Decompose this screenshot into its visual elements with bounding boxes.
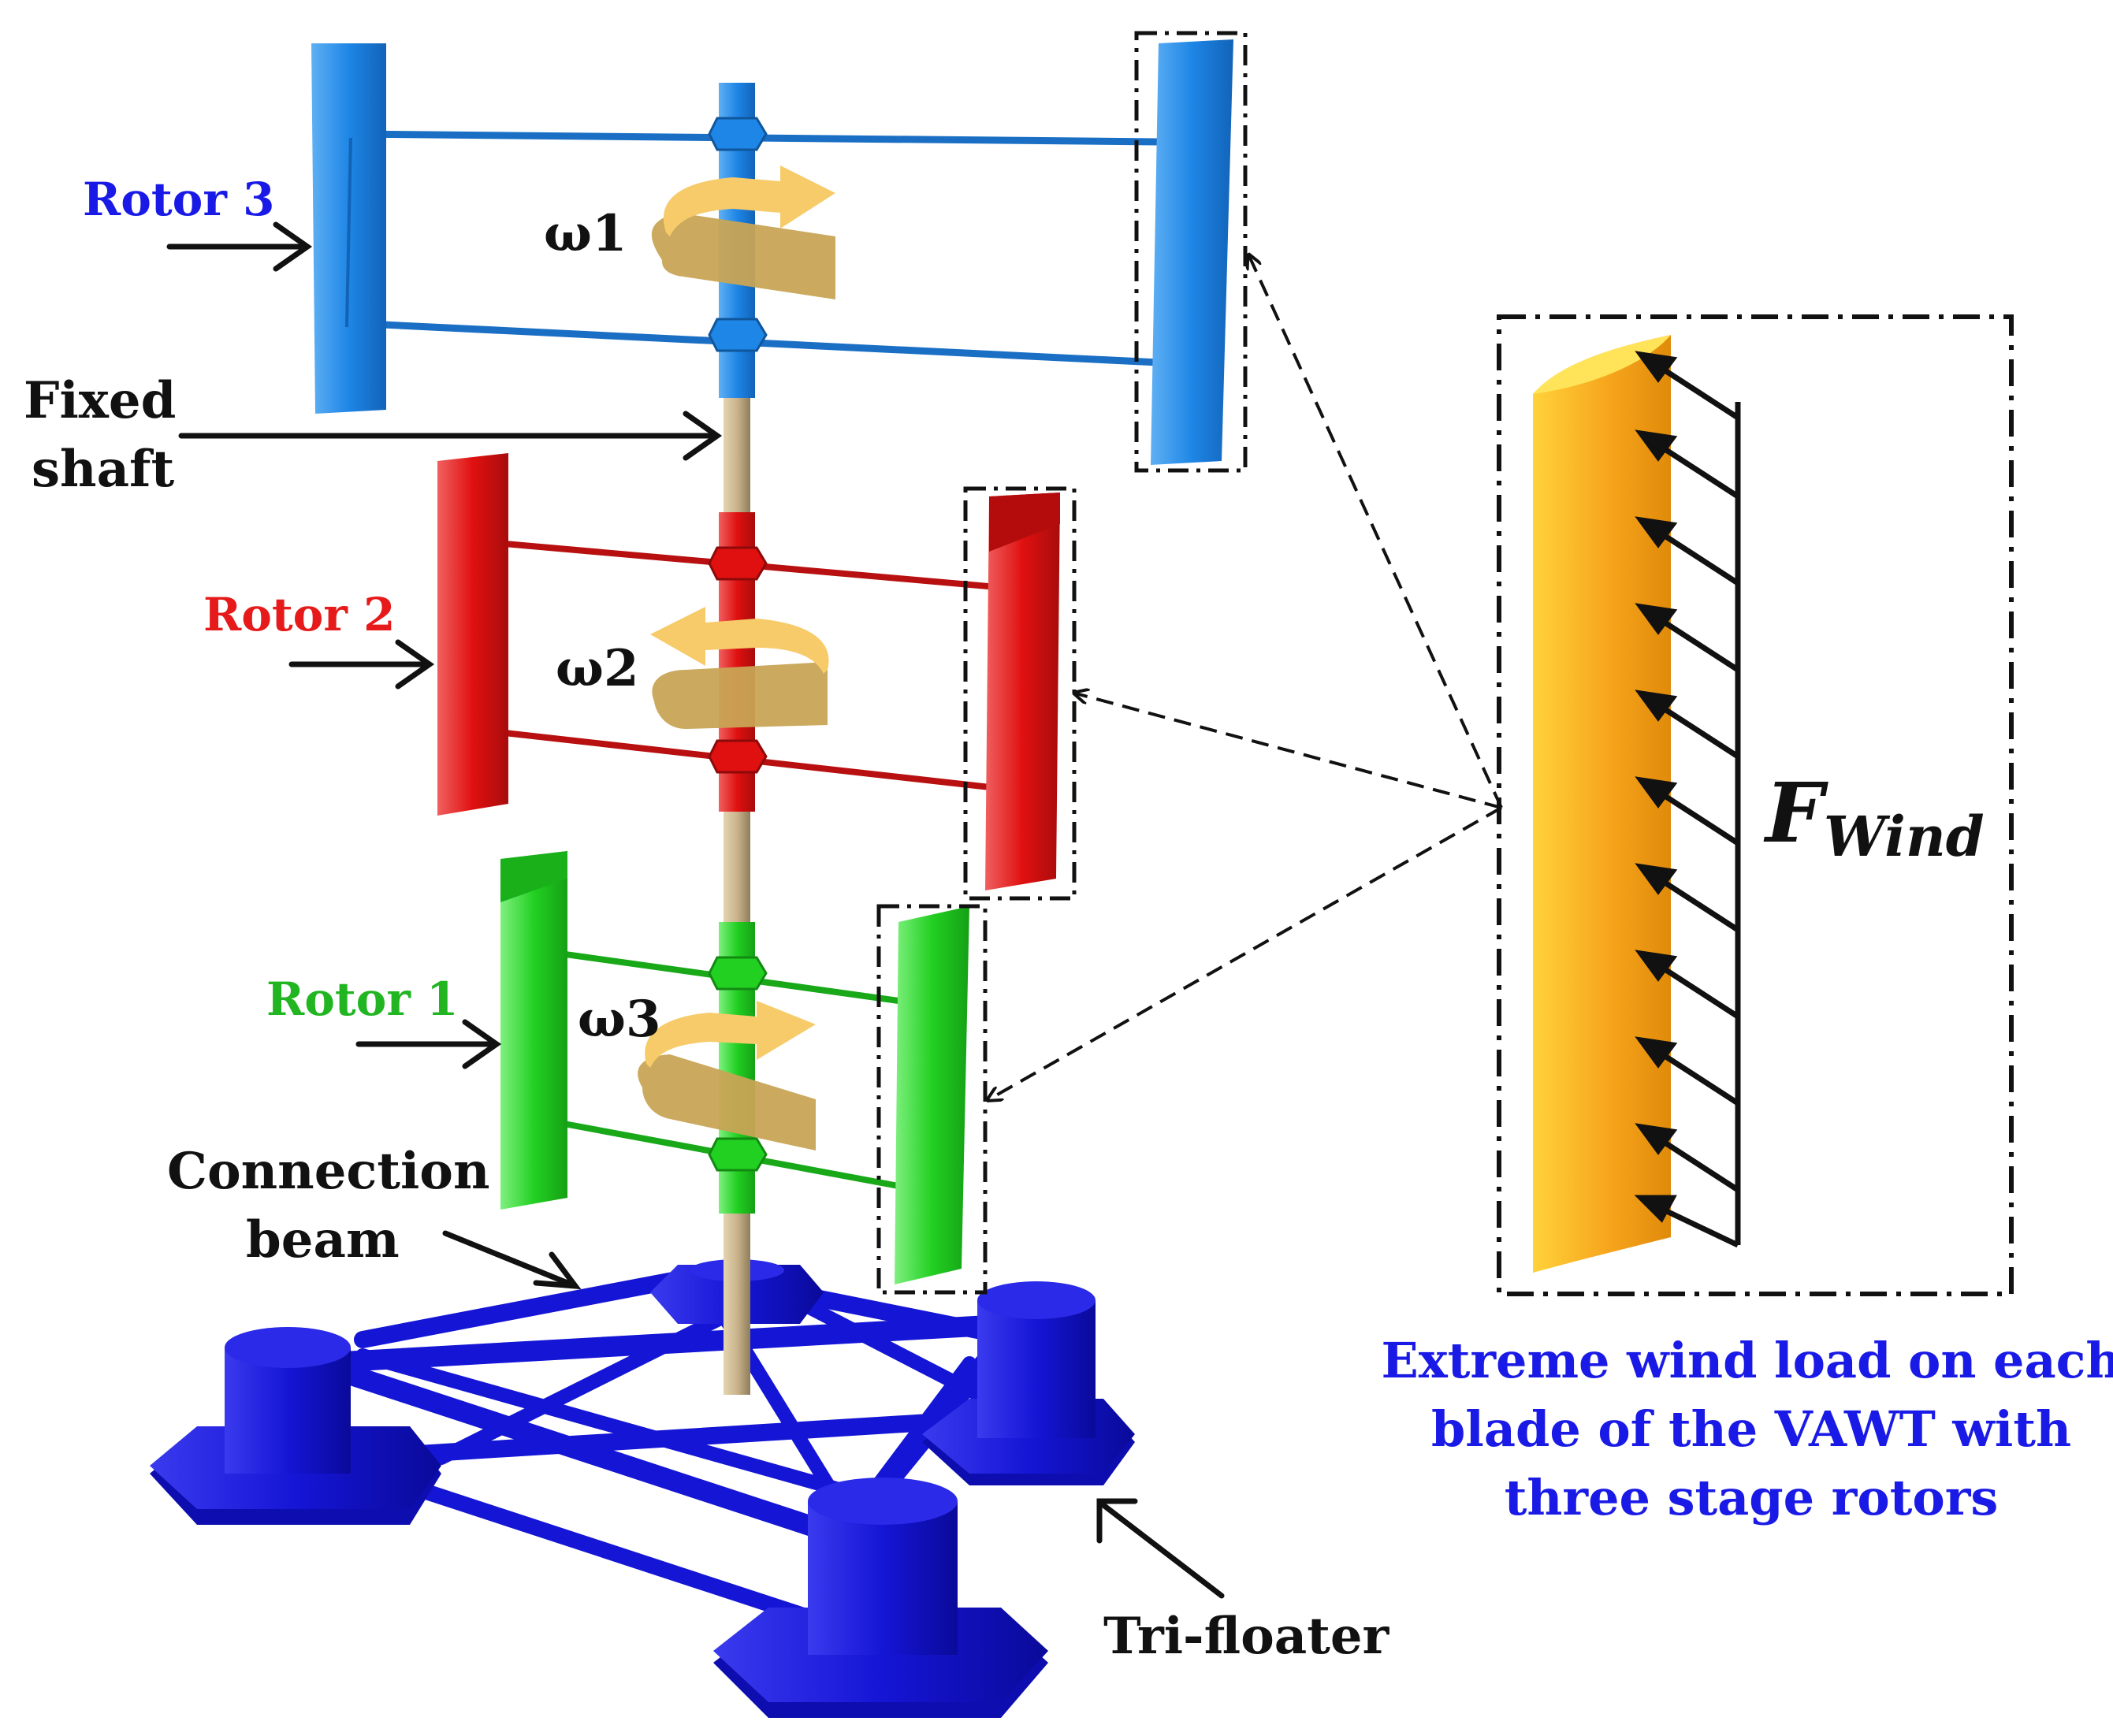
label-arrows <box>166 221 1225 1599</box>
rotation-arrow-1 <box>651 165 835 299</box>
rotor-1-blade-left <box>500 851 567 1210</box>
rotor-3-blade-right <box>1151 39 1233 465</box>
wind-load-arrows <box>1634 351 1739 1248</box>
tri-floater <box>150 1259 1135 1718</box>
rotor-3-label: Rotor 3 <box>83 173 274 226</box>
wind-force-label: FWind <box>1763 764 1985 869</box>
rotor-2-hub-joint <box>708 546 768 774</box>
rotation-arrow-3 <box>638 1001 816 1151</box>
rotor-3-blade-left <box>311 43 386 414</box>
text-labels: Rotor 3 Rotor 2 Rotor 1 ω1 ω2 ω3 Fixed s… <box>24 173 2113 1666</box>
floater-column-right <box>922 1281 1135 1485</box>
caption-line-1: Extreme wind load on each <box>1381 1332 2113 1389</box>
rotor-2-blade-left <box>437 453 508 816</box>
caption-line-2: blade of the VAWT with <box>1431 1400 2071 1458</box>
rotor-1 <box>500 851 969 1284</box>
caption-line-3: three stage rotors <box>1505 1469 1999 1526</box>
fixed-shaft-label-line1: Fixed <box>24 371 176 430</box>
omega-1-label: ω1 <box>544 204 627 263</box>
rotor-2-label: Rotor 2 <box>203 588 395 641</box>
rotor-3-hub-joint <box>708 117 768 352</box>
rotor-2-blade-right <box>985 493 1060 890</box>
omega-3-label: ω3 <box>578 990 660 1049</box>
tri-floater-label: Tri-floater <box>1103 1607 1390 1666</box>
floater-column-front <box>713 1478 1048 1718</box>
rotor-1-blade-right <box>895 906 969 1284</box>
rotor-1-label: Rotor 1 <box>266 972 458 1026</box>
rotation-arrow-2 <box>650 607 829 729</box>
callout-box-rotor-3 <box>1134 31 1248 473</box>
connector-arrows <box>989 256 1503 1099</box>
blade-detail-panel <box>1497 314 2014 1296</box>
omega-2-label: ω2 <box>556 639 638 698</box>
rotor-2 <box>437 453 1060 890</box>
connection-beam-label-line2: beam <box>246 1210 400 1269</box>
fixed-shaft-label-line2: shaft <box>32 440 175 499</box>
rotor-1-hub-joint <box>708 956 768 1172</box>
floater-column-left <box>150 1327 441 1525</box>
connection-beam-label-line1: Connection <box>167 1142 489 1201</box>
